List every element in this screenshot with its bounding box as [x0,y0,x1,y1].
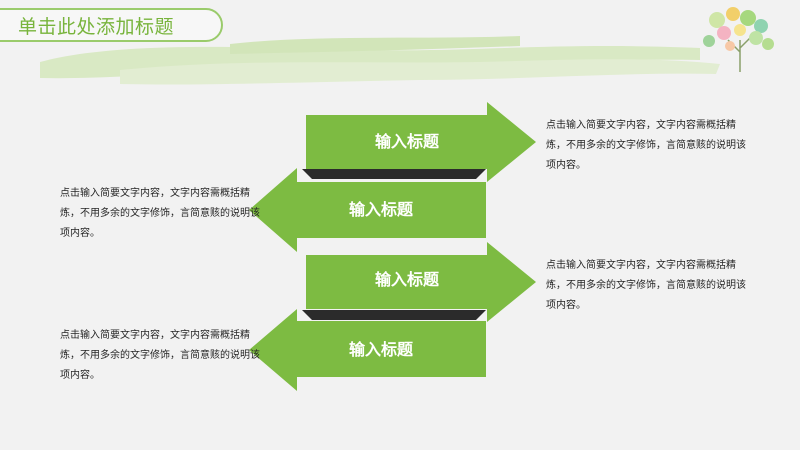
description-text-3[interactable]: 点击输入简要文字内容，文字内容需概括精炼，不用多余的文字修饰，言简意赅的说明该项… [546,260,746,311]
arrow-label-4[interactable]: 输入标题 [348,340,413,359]
arrow-label-1[interactable]: 输入标题 [374,132,439,151]
arrow-shadow-1 [302,169,486,179]
arrow-shadow-2 [302,310,486,320]
title-pill [0,8,223,42]
arrow-left-4[interactable] [249,309,486,391]
description-text-4[interactable]: 点击输入简要文字内容，文字内容需概括精炼，不用多余的文字修饰，言简意赅的说明该项… [60,330,260,381]
arrow-right-1[interactable] [306,102,536,182]
arrow-right-3[interactable] [306,242,536,322]
description-text-1[interactable]: 点击输入简要文字内容，文字内容需概括精炼，不用多余的文字修饰，言简意赅的说明该项… [546,120,746,171]
arrow-left-2[interactable] [249,168,486,252]
slide-title[interactable]: 单击此处添加标题 [18,16,175,38]
arrow-label-2[interactable]: 输入标题 [348,200,413,219]
description-text-2[interactable]: 点击输入简要文字内容，文字内容需概括精炼，不用多余的文字修饰，言简意赅的说明该项… [60,188,260,239]
arrow-label-3[interactable]: 输入标题 [374,270,439,289]
